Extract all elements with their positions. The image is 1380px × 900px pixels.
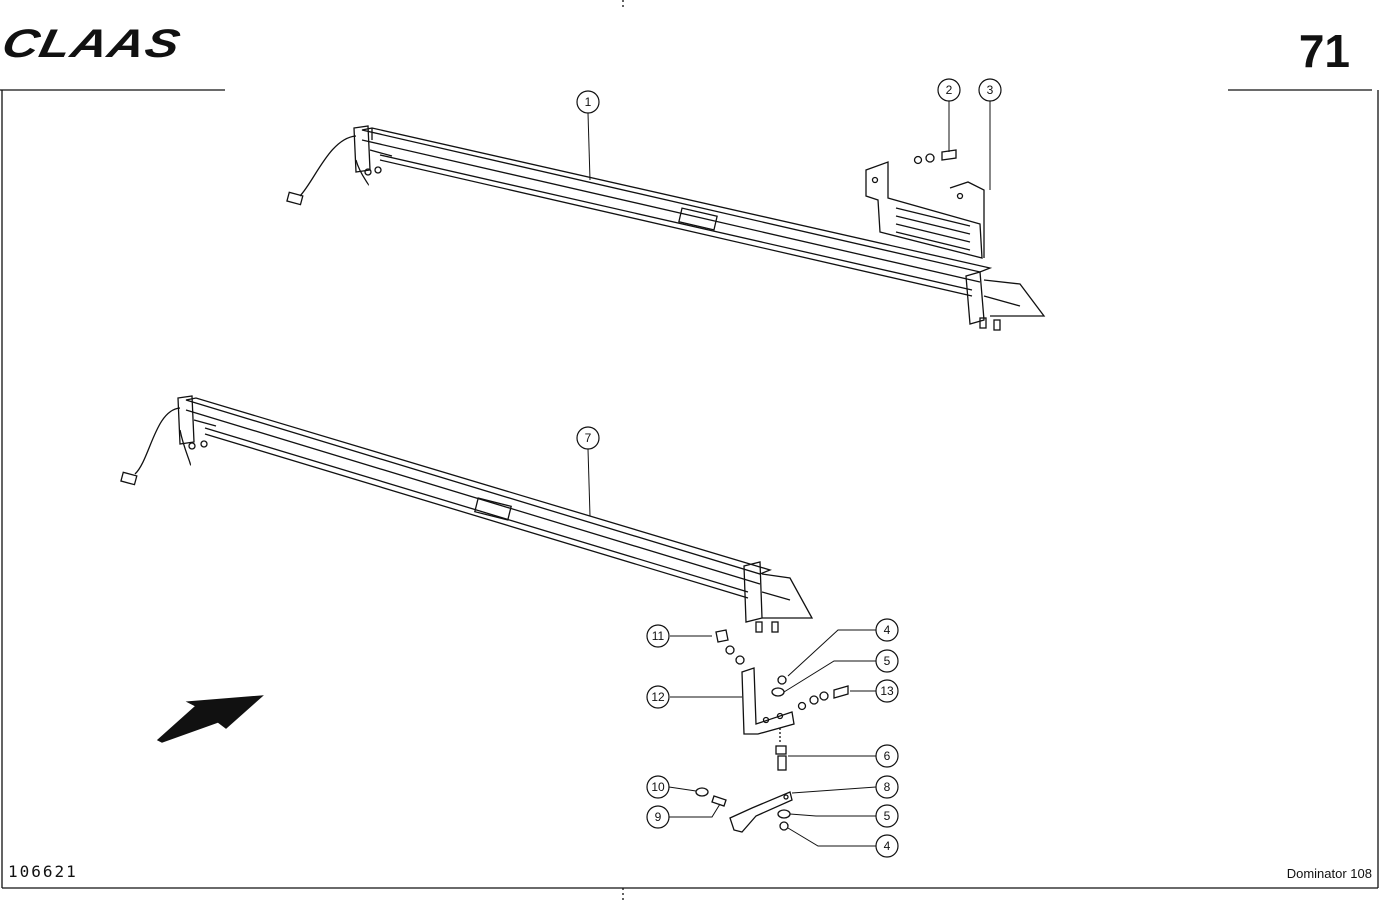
callout-circles [576,78,1002,858]
callout-5-upper: 5 [884,654,891,668]
stud-part-6 [775,728,787,771]
callout-10: 10 [651,780,665,794]
callout-5-lower: 5 [884,809,891,823]
callout-11: 11 [652,629,665,643]
callout-2: 2 [946,83,953,97]
bracket-part-12 [741,667,795,735]
callout-7: 7 [585,431,592,445]
bolt-part-2 [913,149,957,165]
bolt-part-13 [797,685,849,711]
page-number: 71 [1298,25,1350,77]
callout-4-upper: 4 [884,623,891,637]
washer-nut-parts-4-5-lower [777,809,791,831]
washer-part-10-screw-part-9 [695,787,727,807]
callout-9: 9 [655,810,662,824]
guide-plate-part-3 [865,161,985,259]
callout-4-lower: 4 [884,839,891,853]
callout-13: 13 [880,684,894,698]
direction-arrow-icon [156,695,264,743]
callout-1: 1 [585,95,592,109]
callout-6: 6 [884,749,891,763]
machine-model: Dominator 108 [1286,866,1372,881]
callout-8: 8 [884,780,891,794]
bar-assembly-lower [120,395,814,633]
callout-3: 3 [987,83,994,97]
bar-assembly-upper [286,125,1046,331]
washer-nut-parts-4-5-upper [771,675,787,697]
leader-lines [587,101,991,847]
callout-12: 12 [651,690,665,704]
bolt-part-11 [715,629,745,665]
document-id: 106621 [8,862,78,881]
strap-part-8 [729,791,793,833]
